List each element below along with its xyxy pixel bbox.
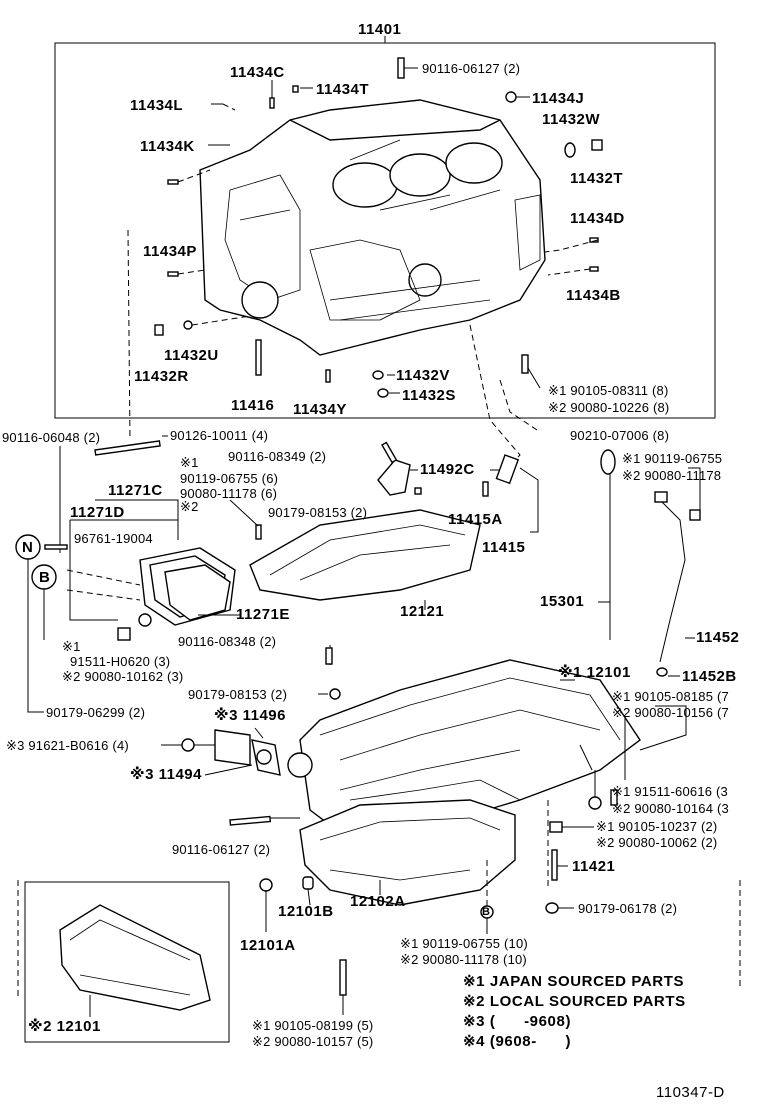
- callout-11492c: 11492C: [420, 461, 475, 478]
- callout-11271d: 11271D: [70, 504, 125, 521]
- callout-90080-10062: ※2 90080-10062 (2): [596, 835, 718, 850]
- callout-90126-10011: 90126-10011 (4): [170, 428, 269, 443]
- callout-90210-07006: 90210-07006 (8): [570, 428, 670, 443]
- callout-96761-19004: 96761-19004: [74, 531, 153, 546]
- legend-item-3: ※3 ( -9608): [463, 1013, 572, 1030]
- callout-marker-n: N: [22, 539, 34, 556]
- callout-11271c: 11271C: [108, 482, 163, 499]
- callout-90080-11178-6: 90080-11178 (6): [180, 486, 278, 501]
- callout-11421: 11421: [572, 858, 616, 875]
- legend-item-4: ※4 (9608- ): [463, 1033, 572, 1050]
- callout-11434d: 11434D: [570, 210, 625, 227]
- callout-11434p: 11434P: [143, 243, 197, 260]
- gasket-11492c: [377, 459, 411, 496]
- callout-90105-10237: ※1 90105-10237 (2): [596, 819, 718, 834]
- callout-90080-10162: ※2 90080-10162 (3): [62, 669, 184, 684]
- callout-91511-60616: ※1 91511-60616 (3: [612, 784, 728, 799]
- cylinder-block-drawing: [199, 99, 546, 356]
- callout-11434c: 11434C: [230, 64, 285, 81]
- callout-11434b: 11434B: [566, 287, 621, 304]
- legend: ※1 JAPAN SOURCED PARTS ※2 LOCAL SOURCED …: [463, 972, 686, 1052]
- left-parts: [15, 229, 240, 713]
- callout-90105-08185: ※1 90105-08185 (7: [612, 689, 729, 704]
- callout-marker-b-2: B: [482, 906, 491, 918]
- callout-11434l: 11434L: [130, 97, 184, 114]
- callout-15301: 15301: [540, 593, 585, 610]
- legend-item-1: ※1 JAPAN SOURCED PARTS: [463, 973, 685, 990]
- callout-11401: 11401: [358, 21, 402, 38]
- callout-91511-h0620: 91511-H0620 (3): [70, 654, 171, 669]
- stiffener-plate: [249, 509, 481, 601]
- callout-11415a: 11415A: [448, 511, 503, 528]
- callout-90119-06755-10: ※1 90119-06755 (10): [400, 936, 528, 951]
- block-small-parts: [154, 57, 603, 398]
- callout-11452: 11452: [696, 629, 740, 646]
- callout-11416: 11416: [231, 397, 275, 414]
- legend-item-2: ※2 LOCAL SOURCED PARTS: [463, 993, 686, 1010]
- callout-12101-inset: ※2 12101: [28, 1018, 101, 1035]
- inset-frame: [24, 881, 230, 1043]
- callout-11452b: 11452B: [682, 668, 737, 685]
- callout-12121: 12121: [400, 603, 445, 620]
- callout-90080-11178-r: ※2 90080-11178: [622, 468, 722, 483]
- callout-marker-b-1: B: [39, 569, 51, 586]
- callout-90116-08348: 90116-08348 (2): [178, 634, 277, 649]
- callout-11432u: 11432U: [164, 347, 219, 364]
- callout-12101b: 12101B: [278, 903, 334, 920]
- callout-11432s: 11432S: [402, 387, 456, 404]
- callout-90179-06178: 90179-06178 (2): [578, 901, 678, 916]
- callout-11432w: 11432W: [542, 111, 601, 128]
- callout-11434t: 11434T: [316, 81, 370, 98]
- callout-90116-06127-b: 90116-06127 (2): [172, 842, 271, 857]
- callout-90179-08153-a: 90179-08153 (2): [268, 505, 368, 520]
- callout-90119-06755-r: ※1 90119-06755: [622, 451, 723, 466]
- callout-90116-06127-a: 90116-06127 (2): [422, 61, 521, 76]
- callout-90116-08349: 90116-08349 (2): [228, 449, 327, 464]
- callout-90080-10157: ※2 90080-10157 (5): [252, 1034, 374, 1049]
- callout-90080-11178-10: ※2 90080-11178 (10): [400, 952, 527, 967]
- callout-90105-08311: ※1 90105-08311 (8): [548, 383, 669, 398]
- callout-12101a: 12101A: [240, 937, 296, 954]
- callout-90080-10156: ※2 90080-10156 (7: [612, 705, 729, 720]
- callout-11494: ※3 11494: [130, 766, 202, 783]
- callout-12101-top: ※1 12101: [558, 664, 631, 681]
- callout-11434y: 11434Y: [293, 401, 347, 418]
- callout-11432t: 11432T: [570, 170, 624, 187]
- callout-11432r: 11432R: [134, 368, 189, 385]
- callout-11496: ※3 11496: [214, 707, 286, 724]
- dipstick-guide: [659, 499, 686, 663]
- callout-11271e: 11271E: [236, 606, 290, 623]
- callout-90080-10226: ※2 90080-10226 (8): [548, 400, 670, 415]
- callout-11415: 11415: [482, 539, 526, 556]
- callout-11432v: 11432V: [396, 367, 450, 384]
- callout-note-1-a: ※1: [180, 455, 199, 470]
- callout-11434j: 11434J: [532, 90, 585, 107]
- callout-90179-08153-b: 90179-08153 (2): [188, 687, 288, 702]
- oil-pan-leaders: [161, 645, 687, 1015]
- callout-90179-06299: 90179-06299 (2): [46, 705, 146, 720]
- callout-11434k: 11434K: [140, 138, 195, 155]
- figure-code: 110347-D: [656, 1084, 725, 1101]
- callout-12102a: 12102A: [350, 893, 406, 910]
- callout-91621-b0616: ※3 91621-B0616 (4): [6, 738, 129, 753]
- callout-90105-08199: ※1 90105-08199 (5): [252, 1018, 374, 1033]
- callout-90116-06048: 90116-06048 (2): [2, 430, 101, 445]
- callout-90080-10164: ※2 90080-10164 (3: [612, 801, 729, 816]
- callout-note-2-a: ※2: [180, 499, 199, 514]
- callout-90119-06755-6: 90119-06755 (6): [180, 471, 279, 486]
- callout-note-1-b: ※1: [62, 639, 81, 654]
- oil-pan-lower: [299, 799, 516, 906]
